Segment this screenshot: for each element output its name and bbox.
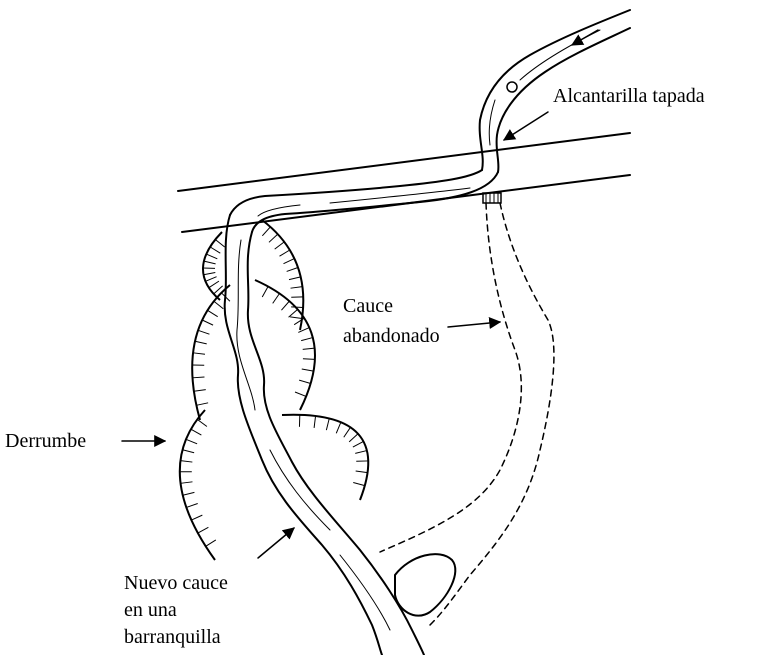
- scarp-hachure: [287, 268, 298, 272]
- new-channel-label-line1: Nuevo cauce: [124, 572, 228, 594]
- abandoned-channel: [380, 203, 554, 625]
- scarp-edge: [262, 220, 303, 330]
- scarp-hachure: [295, 392, 306, 396]
- scarp-hachure: [303, 348, 315, 349]
- scarp-hachure: [291, 287, 303, 289]
- scarp-hachure: [301, 338, 313, 341]
- scarp-hachure: [204, 261, 216, 264]
- scarp-hachure: [336, 422, 341, 433]
- scarp-hachure: [215, 240, 224, 248]
- scarp-hachure: [314, 416, 315, 428]
- scarp-hachure: [299, 380, 311, 383]
- scarp-hachure: [275, 242, 285, 249]
- scarp-hachure: [303, 359, 315, 360]
- scarp-hachure: [198, 527, 209, 533]
- scarp-hachure: [210, 247, 220, 253]
- scarp-hachure: [195, 341, 207, 344]
- scarp-upper-right: [262, 220, 303, 330]
- culvert-label: Alcantarilla tapada: [553, 85, 705, 107]
- scarp-hachure: [197, 419, 207, 426]
- scarp-hachure: [209, 281, 219, 288]
- scarp-hachure: [183, 492, 195, 495]
- scarp-hachure: [191, 429, 201, 435]
- landslide-scarps: [180, 220, 368, 560]
- road: [178, 133, 630, 232]
- scarp-hachure: [344, 427, 351, 437]
- scarp-hachure: [355, 451, 367, 454]
- scarp-hachure: [280, 250, 290, 256]
- scarp-hachure: [289, 309, 298, 317]
- old-channel-arrow: [448, 322, 500, 327]
- scarp-low-left: [180, 410, 216, 560]
- scarp-hachure: [356, 471, 368, 473]
- scarp-hachure: [193, 353, 205, 354]
- scarp-hachure: [206, 540, 216, 546]
- scarp-hachure: [326, 418, 329, 430]
- scarp-hachure: [294, 318, 304, 324]
- new-channel-arrow: [258, 528, 294, 558]
- scarp-hachure: [193, 377, 205, 378]
- scarp-hachure: [206, 254, 217, 259]
- old-channel-label-line1: Cauce: [343, 295, 393, 317]
- scarp-hachure: [284, 259, 295, 264]
- scarp-hachure: [194, 390, 206, 392]
- landslide-label: Derrumbe: [5, 430, 86, 452]
- scarp-hachure: [289, 277, 301, 280]
- scarp-hachure: [353, 482, 365, 485]
- scarp-hachure: [186, 439, 197, 444]
- scarp-hachure: [204, 273, 216, 275]
- scarp-hachure: [191, 515, 202, 520]
- scarp-upper-left: [203, 232, 225, 300]
- scarp-hachure: [290, 317, 302, 319]
- scarp-hachure: [353, 441, 364, 447]
- scarp-hachure: [196, 403, 208, 405]
- new-channel-label-line2: en una: [124, 599, 177, 621]
- scarp-low-right: [282, 415, 368, 500]
- culvert-arrow: [504, 112, 548, 140]
- scarp-hachure: [262, 227, 270, 236]
- scarp-hachure: [269, 234, 278, 242]
- scarp-hachure: [214, 301, 223, 308]
- scarp-hachure: [273, 293, 280, 303]
- blocked-culvert: [483, 193, 501, 203]
- old-channel-label-line2: abandonado: [343, 325, 440, 347]
- scarp-hachure: [281, 301, 289, 310]
- scarp-hachure: [349, 434, 358, 442]
- scarp-hachure: [183, 450, 195, 453]
- scarp-edge: [282, 415, 368, 500]
- scarp-hachure: [208, 310, 218, 316]
- scarp-hachure: [205, 277, 216, 282]
- new-channel-label-line3: barranquilla: [124, 626, 221, 648]
- scarp-hachure: [181, 482, 193, 484]
- scarp-hachure: [302, 369, 314, 371]
- scarp-hachure: [186, 504, 197, 508]
- scarp-hachure: [262, 286, 268, 297]
- scarp-hachure: [198, 330, 209, 334]
- scarp-hachure: [180, 461, 192, 462]
- scarp-hachure: [202, 320, 213, 325]
